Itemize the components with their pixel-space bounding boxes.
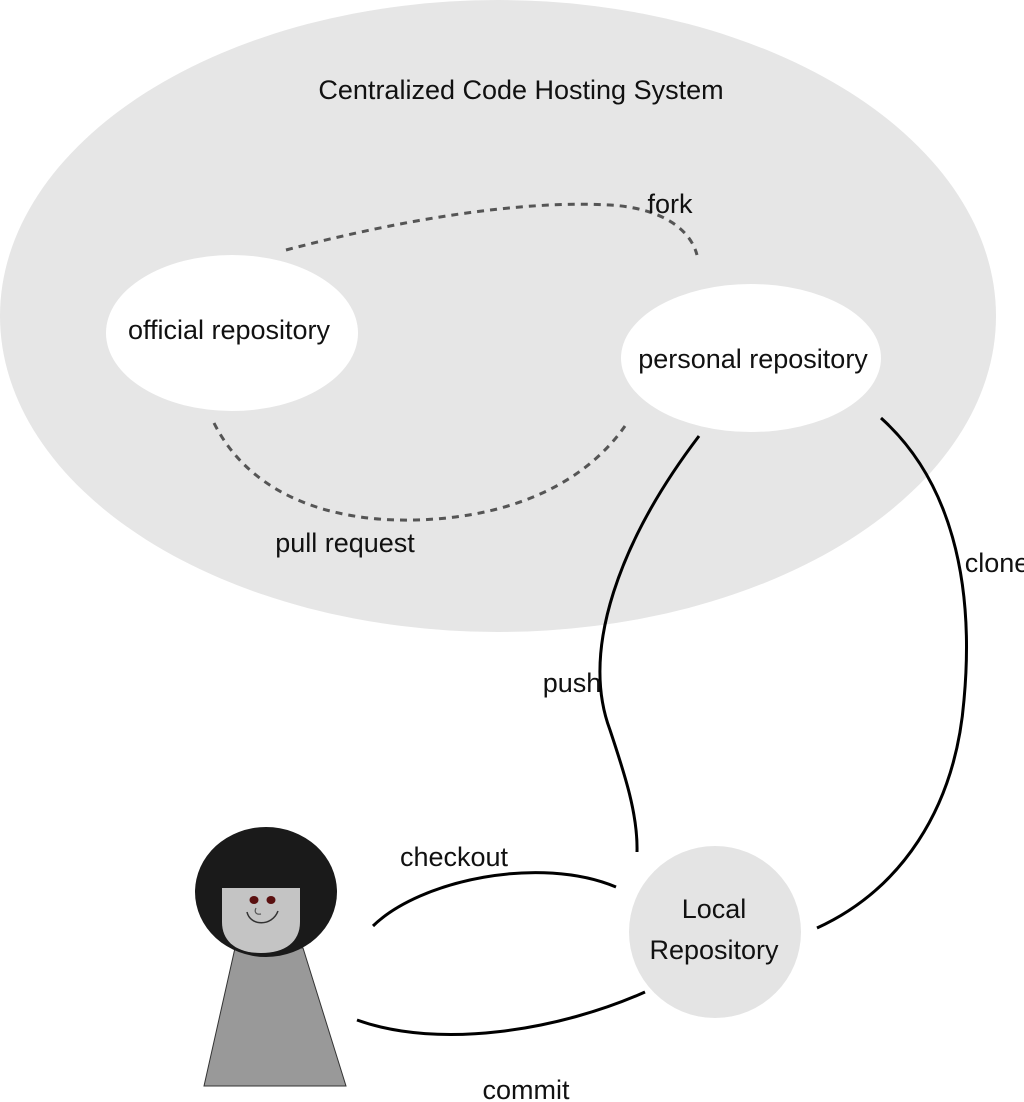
local-repository-label-line1: Local	[682, 894, 747, 924]
push-edge	[598, 435, 701, 853]
official-repository-label: official repository	[128, 315, 331, 345]
checkout-edge	[371, 871, 617, 928]
pull-request-label: pull request	[275, 528, 415, 558]
fork-label: fork	[647, 189, 693, 219]
figure-body	[203, 947, 347, 1087]
clone-label: clone	[965, 548, 1024, 578]
developer-figure-icon	[195, 827, 347, 1087]
push-label: push	[543, 668, 602, 698]
checkout-label: checkout	[400, 842, 509, 872]
figure-nose	[254, 907, 262, 915]
commit-edge	[356, 990, 646, 1037]
figure-right-eye	[266, 896, 276, 904]
personal-repository-label: personal repository	[638, 344, 868, 374]
figure-smile	[246, 910, 279, 924]
figure-face	[222, 888, 300, 953]
personal-repository-node	[621, 284, 881, 432]
commit-label: commit	[483, 1075, 570, 1102]
pull-request-edge	[212, 422, 627, 522]
clone-edge	[816, 416, 968, 930]
official-repository-node	[106, 255, 358, 411]
local-repository-label-line2: Repository	[649, 935, 779, 965]
figure-left-eye	[249, 896, 259, 904]
hosting-system-region	[0, 0, 996, 632]
hosting-system-title: Centralized Code Hosting System	[318, 75, 723, 105]
local-repository-node	[629, 846, 801, 1018]
